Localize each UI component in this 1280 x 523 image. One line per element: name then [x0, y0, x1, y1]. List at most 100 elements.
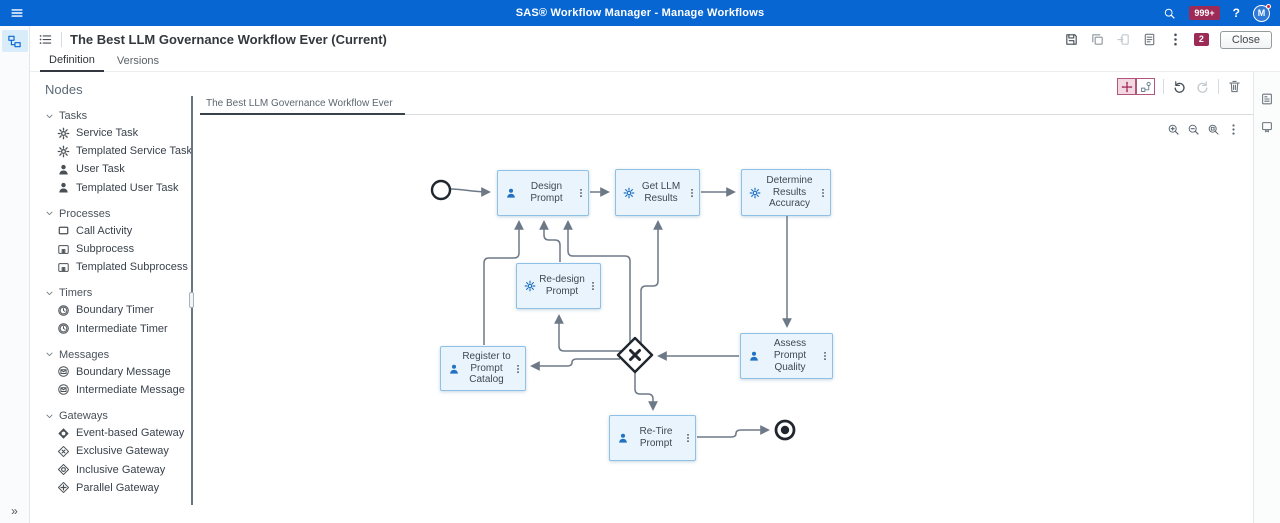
list-icon[interactable]: [38, 32, 53, 47]
connector-retire-to-end: [697, 425, 770, 438]
start-event[interactable]: [430, 179, 452, 201]
sidebar-item-event-based-gateway[interactable]: Event-based Gateway: [30, 424, 192, 442]
node-menu-icon[interactable]: [576, 187, 586, 199]
sidebar-item-templated-subprocess[interactable]: Templated Subprocess: [30, 258, 192, 276]
sidebar-item-subprocess[interactable]: Subprocess: [30, 240, 192, 258]
sidebar-section-header-tasks[interactable]: Tasks: [30, 108, 192, 124]
expand-rail-button[interactable]: »: [11, 504, 18, 518]
workflow-node-re-design-prompt[interactable]: Re-design Prompt: [516, 263, 601, 309]
workflow-node-register-to-prompt-catalog[interactable]: Register to Prompt Catalog: [440, 346, 526, 391]
avatar[interactable]: M: [1253, 3, 1271, 22]
annotations-panel-icon[interactable]: [1260, 120, 1274, 134]
person-icon: [57, 163, 70, 176]
subprocess-icon: [57, 243, 70, 256]
kebab-menu-icon[interactable]: [1168, 32, 1183, 47]
undo-icon[interactable]: [1172, 79, 1187, 94]
sidebar-section-gateways: Gateways Event-based Gateway Exclusive G…: [30, 408, 192, 497]
sidebar-section-header-timers[interactable]: Timers: [30, 285, 192, 301]
end-event[interactable]: [774, 419, 796, 441]
sidebar-item-user-task[interactable]: User Task: [30, 160, 192, 178]
sidebar-section-header-processes[interactable]: Processes: [30, 206, 192, 222]
notification-badge[interactable]: 999+: [1189, 6, 1220, 20]
chevron-down-icon: [45, 209, 54, 218]
node-menu-icon[interactable]: [588, 280, 598, 292]
search-icon[interactable]: [1163, 7, 1176, 20]
help-button[interactable]: ?: [1232, 6, 1240, 20]
timer-icon: [57, 304, 70, 317]
sidebar-item-inclusive-gateway[interactable]: Inclusive Gateway: [30, 460, 192, 478]
delete-icon[interactable]: [1227, 79, 1242, 94]
avatar-status-dot: [1266, 3, 1271, 9]
move-tool-button[interactable]: [1117, 78, 1136, 95]
close-button[interactable]: Close: [1219, 30, 1272, 49]
alert-badge[interactable]: 2: [1193, 32, 1209, 47]
workflow-icon: [7, 34, 22, 49]
gear-icon: [57, 145, 70, 158]
save-icon[interactable]: [1064, 32, 1079, 47]
panel-splitter[interactable]: [189, 96, 194, 505]
tool-group: [1117, 78, 1155, 95]
exclusive-gateway-icon: [57, 445, 70, 458]
sidebar-section-header-gateways[interactable]: Gateways: [30, 408, 192, 424]
workflow-node-design-prompt[interactable]: Design Prompt: [497, 170, 589, 216]
properties-panel-icon[interactable]: [1260, 92, 1274, 106]
zoom-toolbar: [1167, 123, 1240, 136]
node-menu-icon[interactable]: [687, 187, 697, 199]
parallel-gateway-icon: [57, 481, 70, 494]
workflow-title: The Best LLM Governance Workflow Ever (C…: [70, 32, 387, 47]
node-menu-icon[interactable]: [818, 187, 828, 199]
connector-icon: [1140, 81, 1152, 93]
message-icon: [57, 365, 70, 378]
workflow-node-get-llm-results[interactable]: Get LLM Results: [615, 169, 700, 216]
zoom-fit-icon[interactable]: [1207, 123, 1220, 136]
sidebar-item-templated-user-task[interactable]: Templated User Task: [30, 179, 192, 197]
connector-start-to-design: [450, 187, 491, 197]
zoom-in-icon[interactable]: [1167, 123, 1180, 136]
tab-definition[interactable]: Definition: [40, 54, 104, 72]
chevron-down-icon: [45, 350, 54, 359]
call-activity-icon: [57, 224, 70, 237]
hamburger-menu-icon[interactable]: [10, 6, 24, 20]
properties-icon[interactable]: [1142, 32, 1157, 47]
canvas-tab[interactable]: The Best LLM Governance Workflow Ever: [200, 96, 405, 115]
node-menu-icon[interactable]: [683, 432, 693, 444]
sidebar-item-call-activity[interactable]: Call Activity: [30, 222, 192, 240]
sidebar-section-tasks: Tasks Service Task Templated Service Tas…: [30, 108, 192, 197]
user-task-icon: [748, 350, 760, 362]
node-menu-icon[interactable]: [820, 350, 830, 362]
sidebar-section-header-messages[interactable]: Messages: [30, 347, 192, 363]
workflow-node-determine-results-accuracy[interactable]: Determine Results Accuracy: [741, 169, 831, 216]
sidebar-item-exclusive-gateway[interactable]: Exclusive Gateway: [30, 442, 192, 460]
toolbar-divider: [1163, 79, 1164, 94]
sidebar-item-parallel-gateway[interactable]: Parallel Gateway: [30, 479, 192, 497]
zoom-out-icon[interactable]: [1187, 123, 1200, 136]
workflow-canvas[interactable]: The Best LLM Governance Workflow Ever: [193, 72, 1253, 523]
app-title: SAS® Workflow Manager - Manage Workflows: [515, 7, 765, 19]
workflow-node-re-tire-prompt[interactable]: Re-Tire Prompt: [609, 415, 696, 461]
exclusive-gateway[interactable]: [616, 336, 654, 374]
node-menu-icon[interactable]: [513, 363, 523, 375]
sidebar-item-intermediate-message[interactable]: Intermediate Message: [30, 381, 192, 399]
canvas-tab-bar: The Best LLM Governance Workflow Ever: [200, 96, 1253, 115]
message-icon: [57, 383, 70, 396]
sidebar-section-timers: Timers Boundary Timer Intermediate Timer: [30, 285, 192, 337]
copy-icon[interactable]: [1090, 32, 1105, 47]
connector-register-to-design: [483, 220, 524, 345]
tab-bar: Definition Versions: [30, 53, 1280, 72]
zoom-menu-icon[interactable]: [1227, 123, 1240, 136]
workflow-node-assess-prompt-quality[interactable]: Assess Prompt Quality: [740, 333, 833, 379]
connector-redesign-to-design: [539, 220, 561, 262]
splitter-grip[interactable]: [189, 292, 194, 308]
sidebar-item-intermediate-timer[interactable]: Intermediate Timer: [30, 320, 192, 338]
connector-tool-button[interactable]: [1136, 78, 1155, 95]
workflow-diagram-rail-button[interactable]: [1, 30, 28, 52]
sidebar-item-boundary-timer[interactable]: Boundary Timer: [30, 301, 192, 319]
sidebar-item-boundary-message[interactable]: Boundary Message: [30, 363, 192, 381]
sidebar-item-service-task[interactable]: Service Task: [30, 124, 192, 142]
user-task-icon: [448, 363, 460, 375]
chevron-down-icon: [45, 112, 54, 121]
service-task-icon: [749, 187, 761, 199]
tab-versions[interactable]: Versions: [116, 55, 160, 67]
sidebar-item-templated-service-task[interactable]: Templated Service Task: [30, 142, 192, 160]
document-actions: 2 Close: [1064, 30, 1272, 49]
